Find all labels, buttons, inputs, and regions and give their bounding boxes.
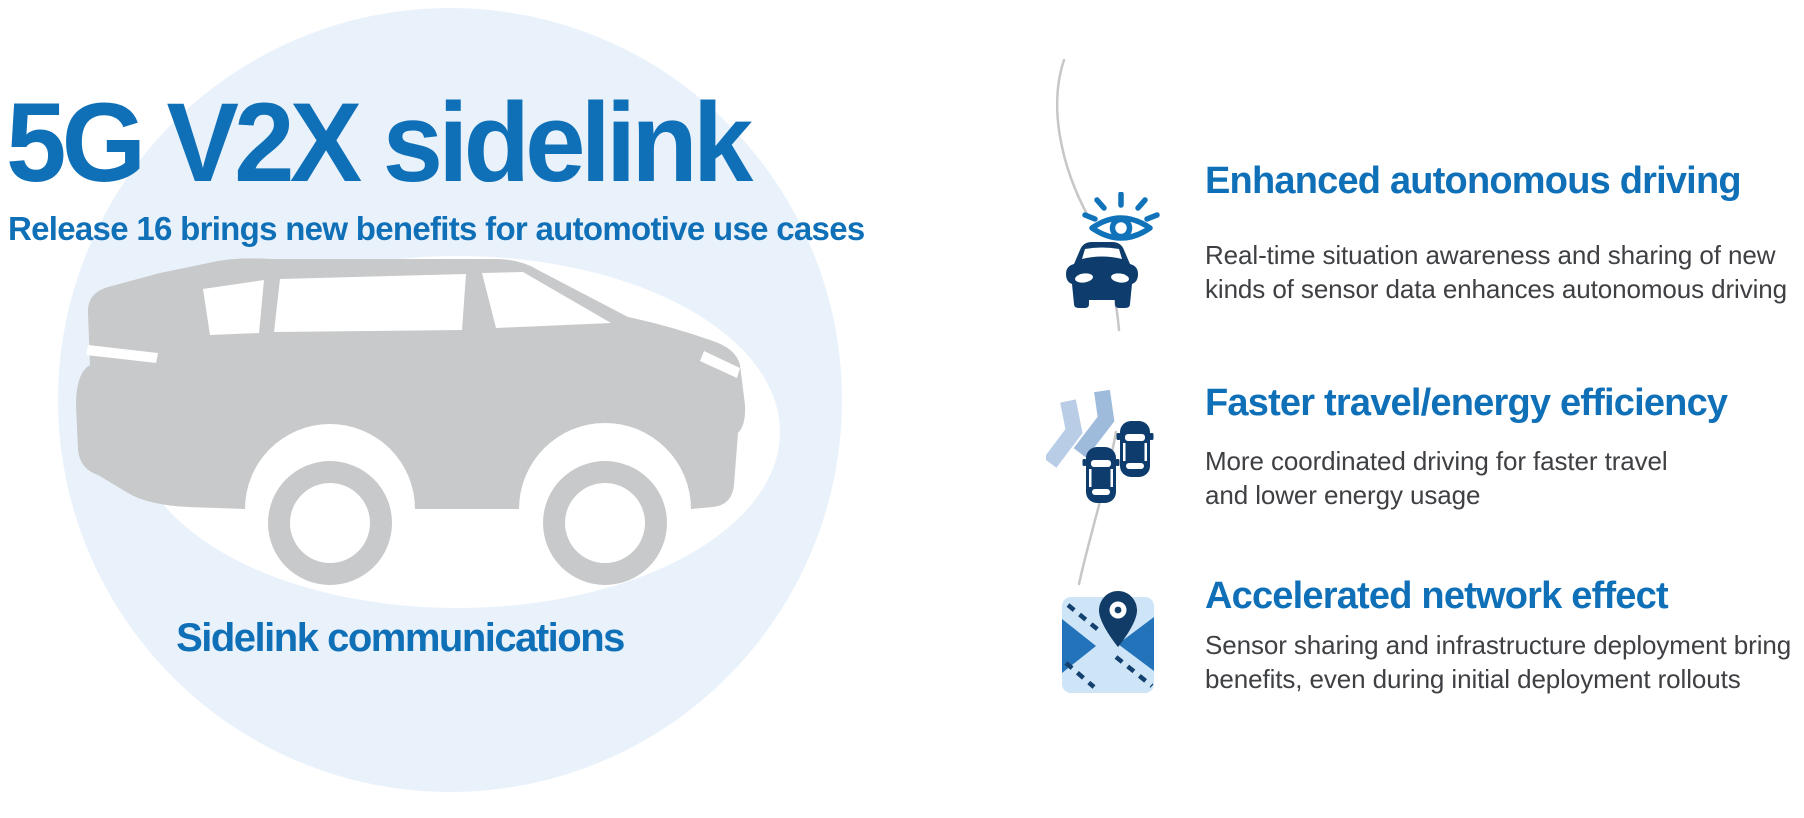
benefit-title-travel-efficiency: Faster travel/energy efficiency	[1205, 382, 1728, 424]
benefit-title-network-effect: Accelerated network effect	[1205, 575, 1669, 617]
benefit-title-autonomous-driving: Enhanced autonomous driving	[1205, 160, 1742, 202]
eye-over-car-icon	[1066, 192, 1160, 308]
page-title: 5G V2X sidelink	[6, 80, 753, 205]
benefit-description-travel-efficiency: More coordinated driving for faster trav…	[1205, 446, 1668, 510]
suv-silhouette-illustration	[76, 258, 746, 585]
page-subtitle: Release 16 brings new benefits for autom…	[8, 210, 865, 247]
benefit-description-network-effect: Sensor sharing and infrastructure deploy…	[1205, 630, 1792, 694]
coordinated-cars-lanes-icon	[1046, 389, 1154, 503]
benefit-description-autonomous-driving: Real-time situation awareness and sharin…	[1205, 240, 1788, 304]
map-location-pin-icon	[1062, 591, 1154, 693]
car-caption: Sidelink communications	[176, 616, 625, 660]
